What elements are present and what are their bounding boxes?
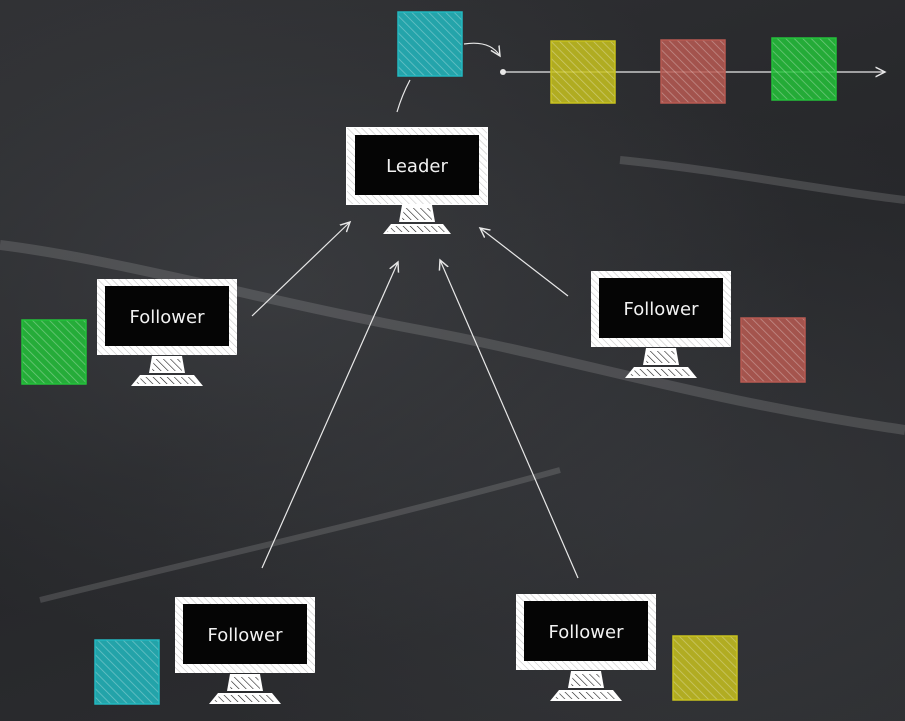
- replication-arrows: [251, 42, 579, 579]
- arrow-follower-right-to-leader: [480, 228, 569, 297]
- follower-node-bottom-right: Follower: [516, 594, 656, 701]
- arrow-leader-to-entry: [396, 79, 411, 113]
- monitor-screen: [183, 604, 307, 664]
- incoming-log-entry: [397, 11, 463, 77]
- monitor-screen: [524, 601, 648, 661]
- follower-label: Follower: [130, 307, 206, 328]
- arrow-follower-left-to-leader: [251, 222, 350, 317]
- arrow-entry-to-log: [463, 42, 500, 56]
- follower-left-log-entry: [21, 319, 87, 385]
- follower-right-log-entry: [740, 317, 806, 383]
- follower-node-bottom-left: Follower: [175, 597, 315, 704]
- follower-label: Follower: [624, 299, 700, 320]
- arrow-follower-bottom-left-to-leader: [261, 262, 398, 569]
- follower-bottom-right-log-entry: [672, 635, 738, 701]
- follower-node-right: Follower: [591, 271, 731, 378]
- follower-label: Follower: [549, 622, 625, 643]
- chalk-smudges: [0, 156, 905, 603]
- arrow-follower-bottom-right-to-leader: [440, 260, 579, 579]
- monitor-screen: [355, 135, 479, 195]
- log-chain-start-dot: [500, 69, 506, 75]
- follower-node-left: Follower: [97, 279, 237, 386]
- leader-node: Leader: [346, 127, 488, 234]
- leader-label: Leader: [386, 156, 448, 177]
- log-entry-1: [550, 40, 616, 104]
- monitor-screen: [105, 286, 229, 346]
- monitor-screen: [599, 278, 723, 338]
- log-entry-3: [771, 37, 837, 101]
- log-entry-2: [660, 39, 726, 104]
- follower-bottom-left-log-entry: [94, 639, 160, 705]
- follower-label: Follower: [208, 625, 284, 646]
